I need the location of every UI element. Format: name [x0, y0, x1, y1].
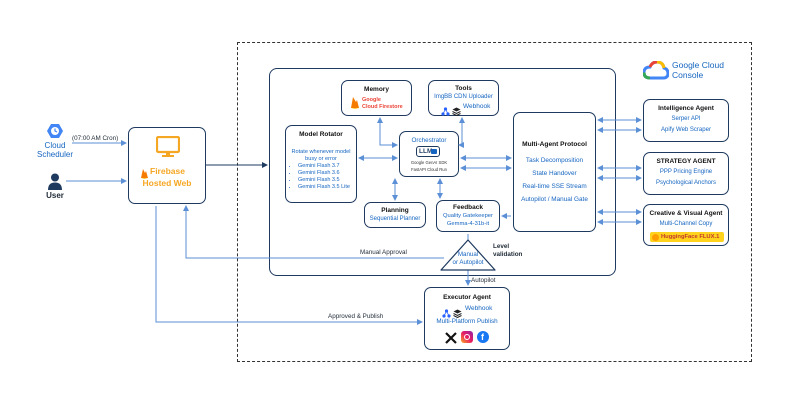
webhook-icon	[442, 305, 451, 318]
edge-manual-approval	[183, 205, 444, 259]
facebook-icon: f	[477, 331, 489, 343]
model-rotator-desc: Rotate whenever model busy or error	[291, 149, 351, 162]
memory-title: Memory	[364, 86, 389, 93]
user-label: User	[46, 191, 64, 200]
intelligence-title: Intelligence Agent	[658, 105, 714, 112]
model-list: Gemini Flash 3.7 Gemini Flash 3.6 Gemini…	[290, 163, 350, 191]
orchestrator-title: Orchestrator	[411, 137, 447, 144]
webhook-icon	[441, 103, 450, 116]
feedback-sub2: Gemma-4-31b-it	[446, 221, 490, 227]
strategy-title: STRATEGY AGENT	[656, 158, 716, 165]
autopilot-label: Autopilot	[471, 277, 496, 284]
facebook-f-icon: f	[481, 332, 484, 342]
stack-icon	[453, 305, 462, 319]
approved-publish-label: Approved & Publish	[328, 313, 384, 320]
tools-webhook-label: Webhook	[463, 103, 491, 110]
huggingface-icon	[652, 233, 659, 241]
model-rotator-title: Model Rotator	[299, 131, 343, 138]
orchestrator-node[interactable]: Orchestrator LLM Google GenAI SDK FastAP…	[399, 131, 459, 177]
google-cloud-icon	[642, 60, 670, 80]
creative-title: Creative & Visual Agent	[649, 210, 723, 217]
model-item: Gemini Flash 3.6	[298, 170, 350, 177]
strategy-item: Psychological Anchors	[655, 180, 717, 186]
edge-approved-publish	[155, 206, 423, 325]
executor-webhook-label: Webhook	[465, 305, 493, 312]
tools-title: Tools	[455, 85, 472, 92]
executor-title: Executor Agent	[443, 294, 491, 301]
protocol-item: Real-time SSE Stream	[522, 183, 587, 190]
huggingface-badge: HuggingFace FLUX.1	[650, 232, 724, 242]
executor-publish-label: Multi-Platform Publish	[436, 318, 498, 325]
manual-approval-label: Manual Approval	[360, 249, 407, 256]
level-validation-label: Level validation	[493, 243, 523, 258]
planning-sub: Sequential Planner	[369, 216, 421, 222]
model-item: Gemini Flash 3.5 Lite	[298, 184, 350, 191]
camera-icon	[431, 148, 437, 154]
firebase-flame-icon	[140, 166, 149, 179]
creative-item: Multi-Channel Copy	[659, 221, 713, 227]
feedback-title: Feedback	[453, 204, 483, 211]
firebase-sub-label: Hosted Web	[142, 178, 192, 188]
google-cloud-logo	[642, 60, 670, 81]
x-twitter-icon	[445, 331, 457, 344]
core-system-frame	[269, 68, 616, 276]
cloud-scheduler-icon	[46, 122, 64, 140]
edge-tools-orchestrator	[459, 117, 465, 146]
huggingface-badge-label: HuggingFace FLUX.1	[661, 233, 720, 240]
cron-schedule-label: (07:00 AM Cron)	[72, 135, 119, 142]
orchestrator-sdk-line2: FastAPI Cloud Run	[411, 167, 447, 172]
edge-memory-orchestrator	[377, 117, 398, 148]
tools-imgbb-label: ImgBB CDN Uploader	[434, 94, 493, 100]
instagram-lens-icon	[464, 334, 470, 340]
planning-title: Planning	[381, 207, 409, 214]
strategy-item: PPP Pricing Engine	[659, 169, 713, 175]
gate-label-line2: or Autopilot	[452, 259, 484, 266]
creative-visual-agent-node[interactable]: Creative & Visual Agent Multi-Channel Co…	[643, 204, 729, 246]
memory-node[interactable]: Memory Google Cloud Firestore	[341, 80, 412, 116]
google-cloud-console-frame	[237, 42, 752, 362]
google-cloud-console-label: Google Cloud Console	[672, 60, 724, 80]
protocol-item: State Handover	[532, 170, 577, 177]
stack-icon	[452, 103, 461, 117]
intelligence-item: Apify Web Scraper	[661, 127, 711, 133]
gate-label-line1: Manual	[457, 251, 479, 258]
tools-node[interactable]: Tools ImgBB CDN Uploader Webhook	[428, 80, 499, 117]
user-icon	[47, 173, 63, 190]
gate-triangle[interactable]	[440, 239, 496, 271]
multi-agent-protocol-node[interactable]: Multi-Agent Protocol Task Decomposition …	[513, 112, 596, 232]
cloud-scheduler-label: Cloud Scheduler	[36, 141, 74, 159]
orchestrator-sdk-line1: Google GenAI SDK	[410, 160, 448, 165]
planning-node[interactable]: Planning Sequential Planner	[364, 202, 426, 228]
model-item: Gemini Flash 3.5	[298, 177, 350, 184]
monitor-icon	[155, 135, 181, 158]
intelligence-agent-node[interactable]: Intelligence Agent Serper API Apify Web …	[643, 99, 729, 142]
protocol-title: Multi-Agent Protocol	[522, 141, 587, 148]
protocol-item: Autopilot / Manual Gate	[521, 196, 588, 203]
firebase-hosted-web-node[interactable]: Firebase Hosted Web	[128, 127, 206, 204]
feedback-node[interactable]: Feedback Quality Gatekeeper Gemma-4-31b-…	[436, 200, 500, 232]
instagram-icon	[461, 331, 473, 343]
memory-store-line1: Google	[362, 97, 381, 103]
llm-chip: LLM	[416, 146, 440, 157]
protocol-item: Task Decomposition	[525, 157, 584, 164]
feedback-sub1: Quality Gatekeeper	[443, 213, 493, 219]
executor-agent-node[interactable]: Executor Agent Webhook Multi-Platform Pu…	[424, 287, 510, 350]
model-item: Gemini Flash 3.7	[298, 163, 350, 170]
llm-chip-label: LLM	[419, 148, 433, 155]
model-rotator-node[interactable]: Model Rotator Rotate whenever model busy…	[285, 125, 357, 203]
firebase-brand-label: Firebase	[150, 166, 185, 176]
memory-store-line2: Cloud Firestore	[362, 104, 403, 110]
intelligence-item: Serper API	[671, 116, 701, 122]
strategy-agent-node[interactable]: STRATEGY AGENT PPP Pricing Engine Psycho…	[643, 152, 729, 195]
firestore-icon	[350, 96, 360, 109]
